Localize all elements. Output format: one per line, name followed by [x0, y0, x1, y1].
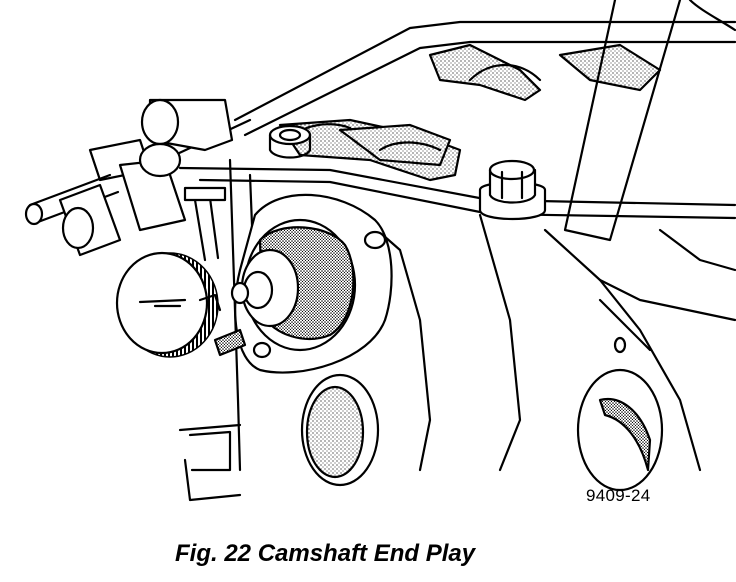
- engine-block: [178, 158, 736, 502]
- figure-number: 9409-24: [586, 486, 651, 505]
- bolt-left: [268, 124, 312, 159]
- distributor-tube: [563, 0, 736, 242]
- cylinder-head-top: [173, 20, 736, 220]
- block-bores: [300, 368, 664, 492]
- figure-caption: Fig. 22 Camshaft End Play: [175, 540, 476, 567]
- camshaft-icon: [230, 226, 355, 340]
- dial-indicator-icon: [24, 98, 247, 358]
- bolt-right: [478, 159, 547, 221]
